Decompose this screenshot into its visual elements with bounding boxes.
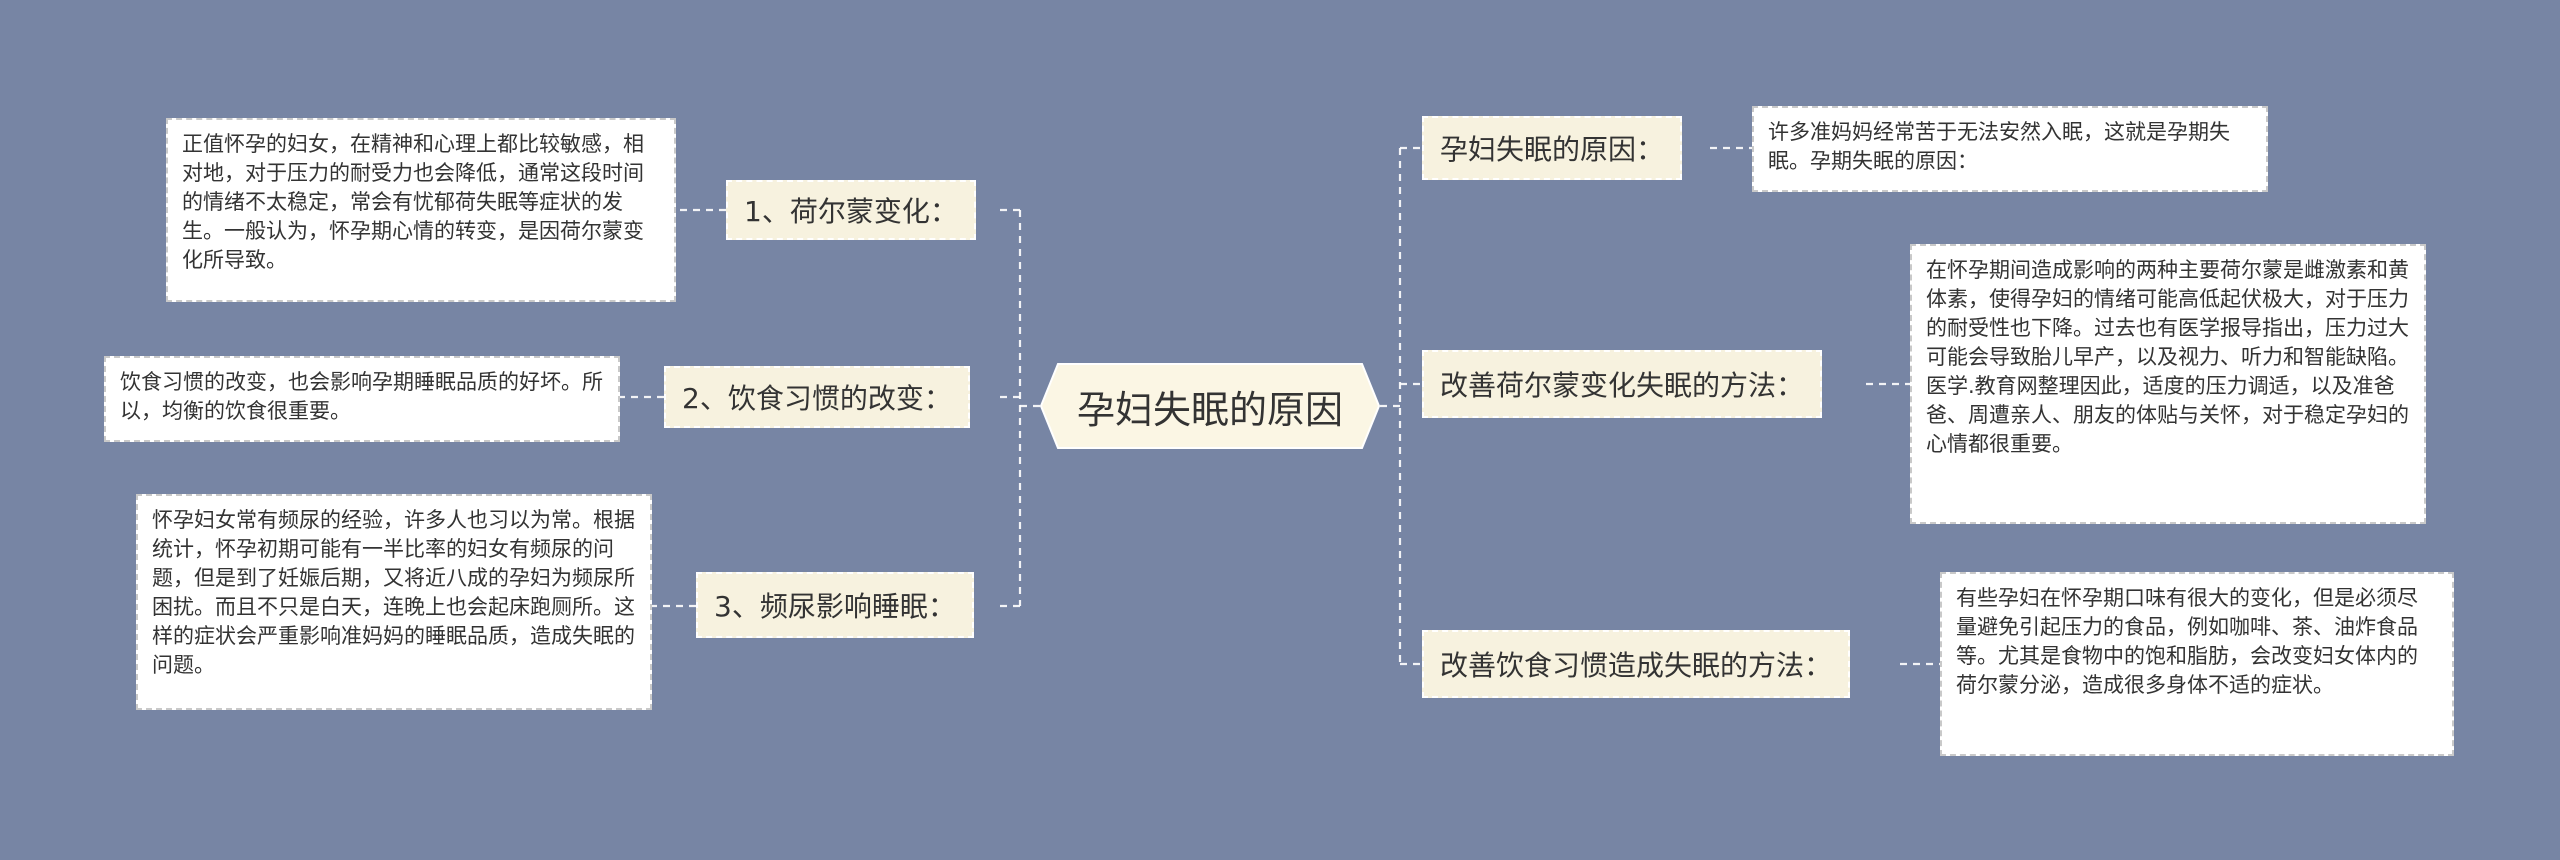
leaf-text: 有些孕妇在怀孕期口味有很大的变化，但是必须尽量避免引起压力的食品，例如咖啡、茶、…	[1956, 586, 2418, 697]
leaf-frequent-urination: 怀孕妇女常有频尿的经验，许多人也习以为常。根据统计，怀孕初期可能有一半比率的妇女…	[136, 494, 652, 710]
branch-diet-change[interactable]: 2、饮食习惯的改变：	[664, 366, 970, 428]
leaf-diet-change: 饮食习惯的改变，也会影响孕期睡眠品质的好坏。所以，均衡的饮食很重要。	[104, 356, 620, 442]
branch-label: 3、频尿影响睡眠：	[714, 590, 956, 623]
leaf-text: 饮食习惯的改变，也会影响孕期睡眠品质的好坏。所以，均衡的饮食很重要。	[120, 370, 603, 423]
leaf-text: 正值怀孕的妇女，在精神和心理上都比较敏感，相对地，对于压力的耐受力也会降低，通常…	[182, 132, 644, 272]
leaf-text: 怀孕妇女常有频尿的经验，许多人也习以为常。根据统计，怀孕初期可能有一半比率的妇女…	[152, 508, 635, 677]
leaf-improve-hormone: 在怀孕期间造成影响的两种主要荷尔蒙是雌激素和黄体素，使得孕妇的情绪可能高低起伏极…	[1910, 244, 2426, 524]
root-node[interactable]: 孕妇失眠的原因	[1040, 363, 1380, 449]
branch-frequent-urination[interactable]: 3、频尿影响睡眠：	[696, 572, 974, 638]
root-label: 孕妇失眠的原因	[1076, 387, 1343, 432]
branch-label: 1、荷尔蒙变化：	[744, 195, 958, 228]
branch-improve-hormone[interactable]: 改善荷尔蒙变化失眠的方法：	[1422, 350, 1823, 418]
leaf-improve-diet: 有些孕妇在怀孕期口味有很大的变化，但是必须尽量避免引起压力的食品，例如咖啡、茶、…	[1940, 572, 2454, 756]
branch-label: 改善荷尔蒙变化失眠的方法：	[1440, 369, 1805, 402]
leaf-text: 许多准妈妈经常苦于无法安然入眠，这就是孕期失眠。孕期失眠的原因：	[1768, 120, 2230, 173]
leaf-insomnia-causes: 许多准妈妈经常苦于无法安然入眠，这就是孕期失眠。孕期失眠的原因：	[1752, 106, 2268, 192]
branch-label: 2、饮食习惯的改变：	[682, 382, 952, 415]
branch-hormone-change[interactable]: 1、荷尔蒙变化：	[726, 180, 976, 240]
branch-label: 孕妇失眠的原因：	[1440, 133, 1665, 166]
root-shape	[1040, 363, 1380, 449]
leaf-text: 在怀孕期间造成影响的两种主要荷尔蒙是雌激素和黄体素，使得孕妇的情绪可能高低起伏极…	[1926, 258, 2409, 456]
branch-improve-diet[interactable]: 改善饮食习惯造成失眠的方法：	[1422, 630, 1851, 698]
branch-label: 改善饮食习惯造成失眠的方法：	[1440, 649, 1833, 682]
leaf-hormone-change: 正值怀孕的妇女，在精神和心理上都比较敏感，相对地，对于压力的耐受力也会降低，通常…	[166, 118, 676, 302]
branch-insomnia-causes[interactable]: 孕妇失眠的原因：	[1422, 116, 1683, 180]
